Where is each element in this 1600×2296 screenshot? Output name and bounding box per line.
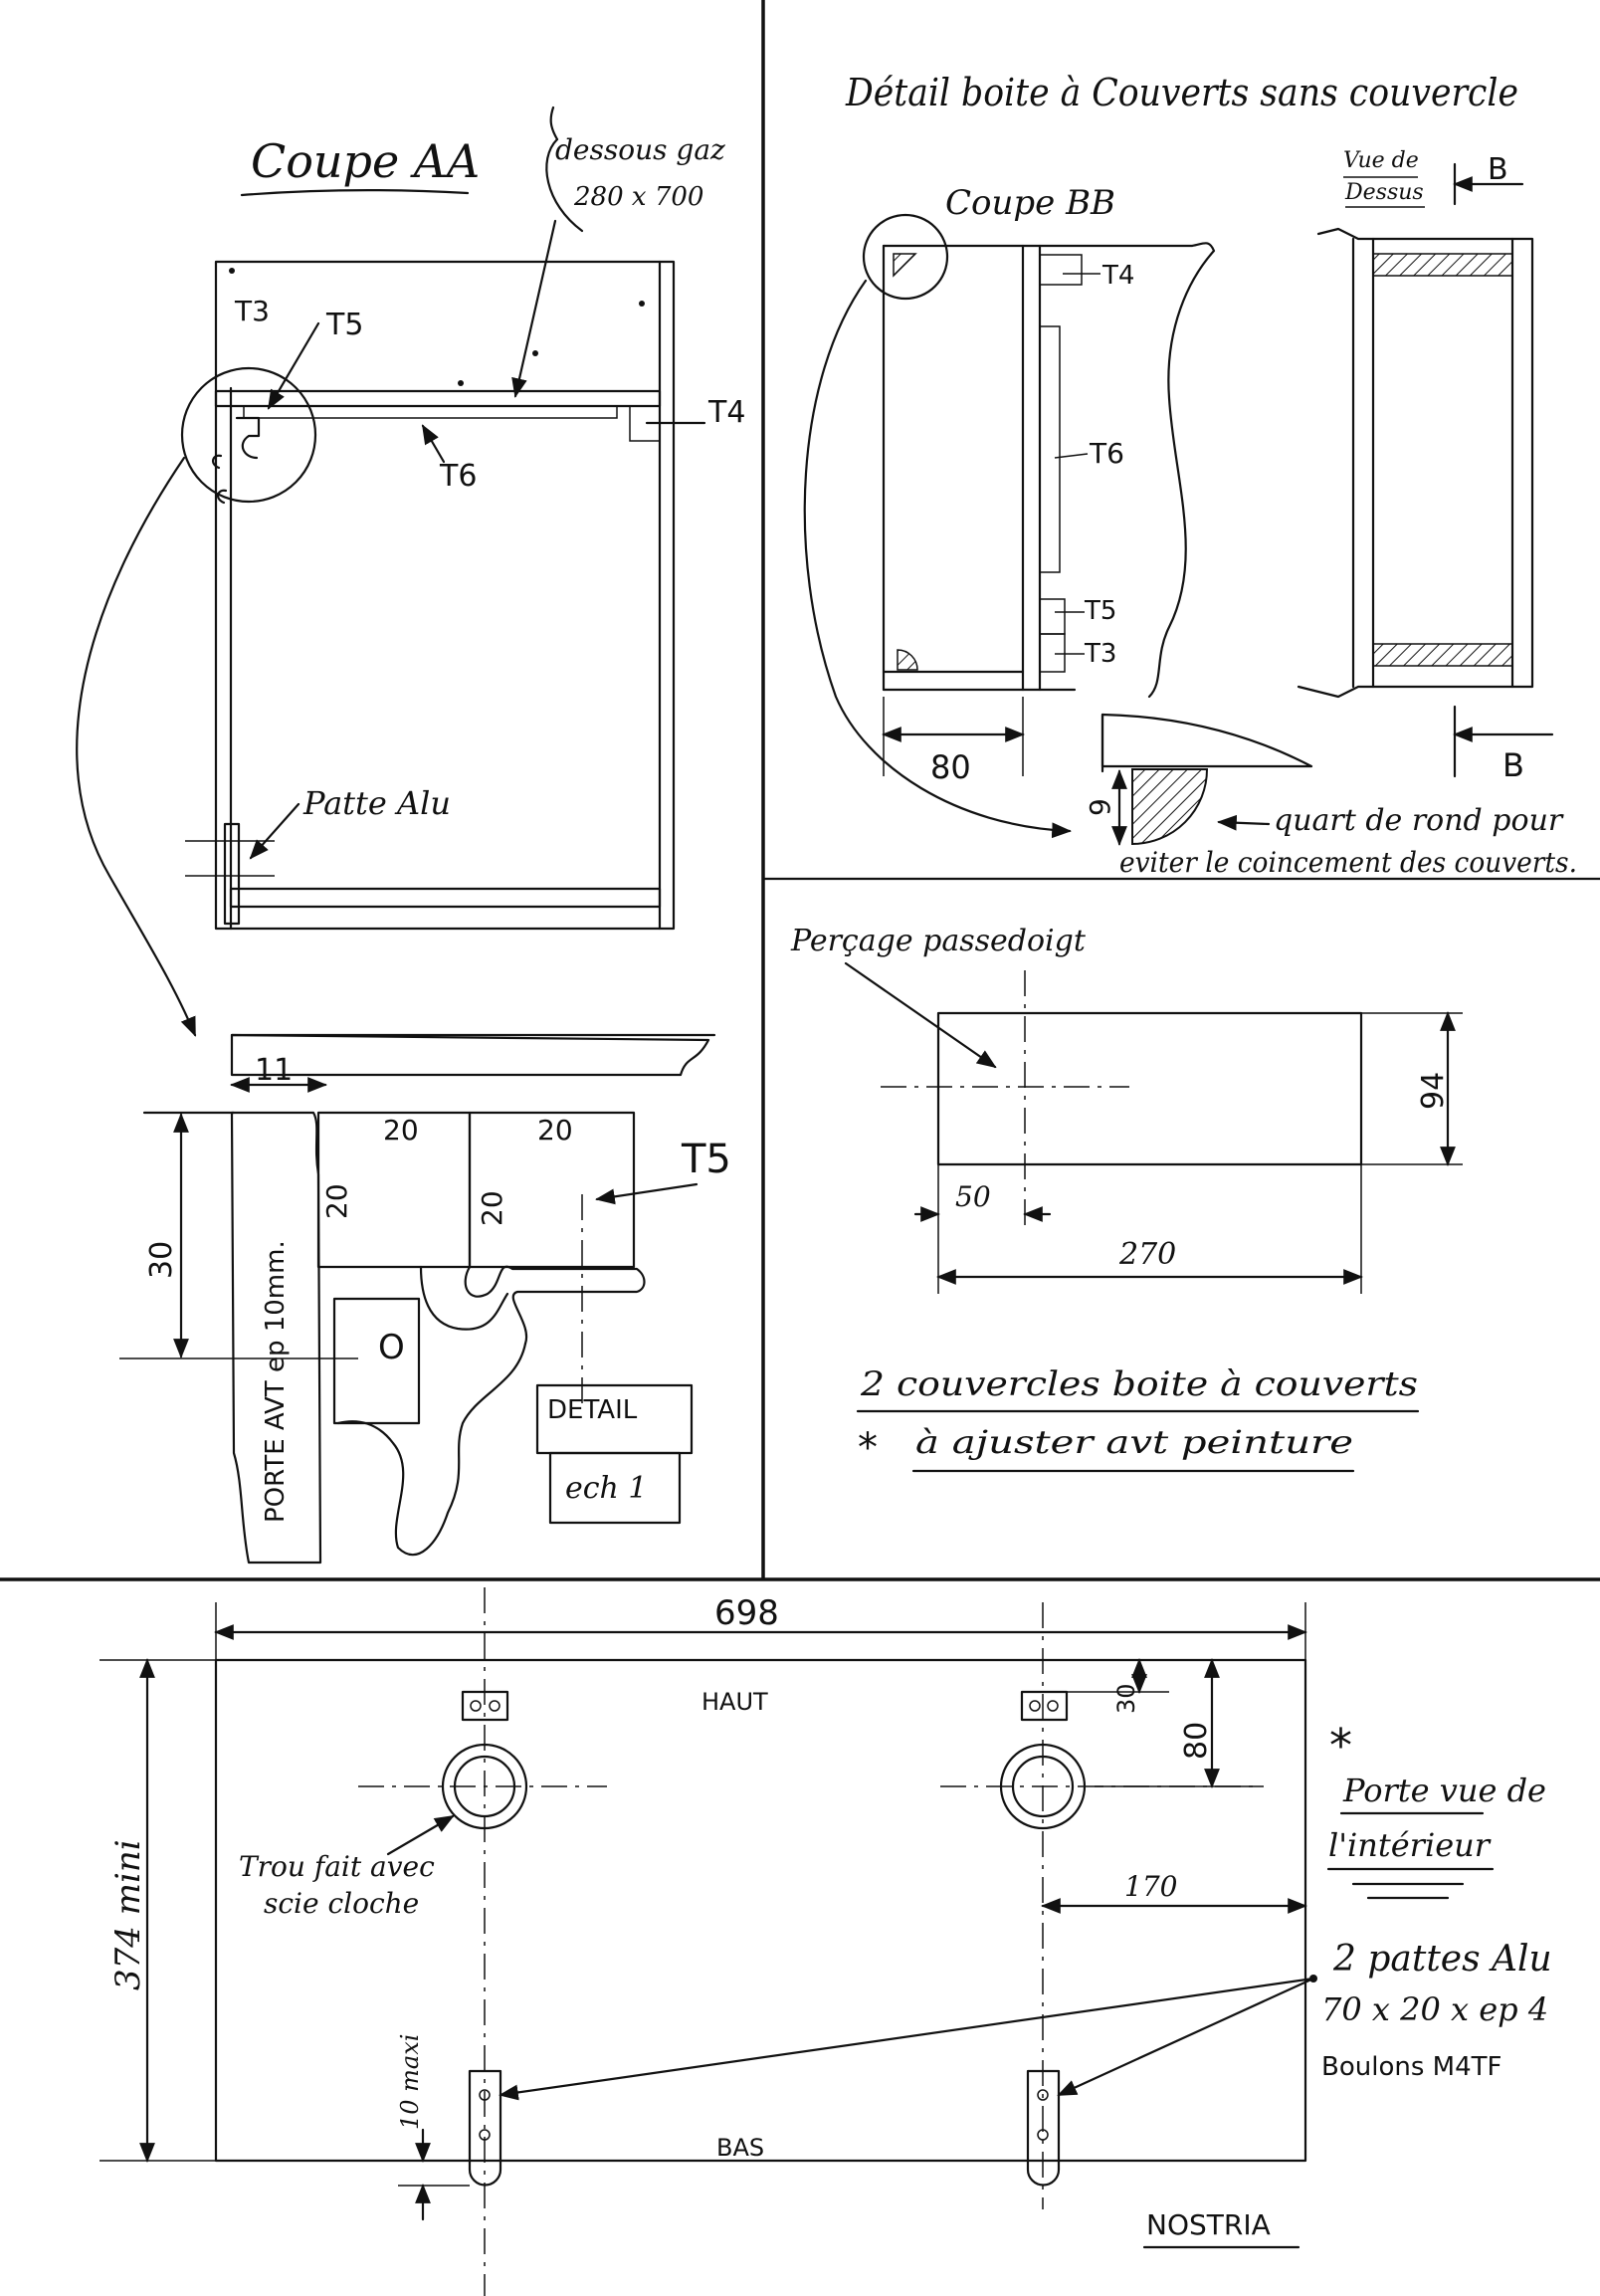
detail-bb-title: Détail boite à Couverts sans couvercle	[845, 71, 1518, 114]
hinge-dim-20a: 20	[383, 1114, 419, 1147]
bb-label-t6: T6	[1089, 437, 1124, 470]
door-pattes-line3: Boulons M4TF	[1321, 2052, 1501, 2082]
door-view-line2: l'intérieur	[1328, 1826, 1492, 1864]
cover-dim-50: 50	[955, 1180, 991, 1213]
door-dim-80: 80	[1179, 1722, 1214, 1760]
cover-dim-94: 94	[1416, 1072, 1451, 1110]
detail-label-box: DETAIL	[547, 1395, 638, 1425]
door-star: *	[1329, 1719, 1352, 1773]
section-aa-label-patte: Patte Alu	[302, 784, 451, 822]
bb-note-line2: eviter le coincement des couverts.	[1119, 846, 1577, 879]
door-dim-170: 170	[1124, 1870, 1177, 1903]
section-aa-label-t3: T3	[234, 295, 270, 327]
sheet-frame-lines	[0, 0, 1600, 1581]
hinge-door-label: PORTE AVT ep 10mm.	[261, 1240, 291, 1523]
door-signature: NOSTRIA	[1146, 2208, 1271, 2241]
bb-top-view-line1: Vue de	[1343, 148, 1419, 173]
bb-label-t5: T5	[1084, 596, 1116, 626]
hinge-dim-20d: 20	[476, 1190, 508, 1226]
section-aa-view: Coupe AA dessous gaz 280 x 700 T3 T5	[76, 105, 745, 1037]
cover-note2: à ajuster avt peinture	[915, 1423, 1353, 1461]
door-dim-10: 10 maxi	[396, 2034, 424, 2130]
bb-label-b-bottom: B	[1502, 746, 1524, 784]
hinge-label-t5: T5	[681, 1137, 731, 1182]
section-aa-label-t6: T6	[439, 459, 477, 494]
detail-bb-section-title: Coupe BB	[945, 183, 1115, 223]
cover-label-hole: Perçage passedoigt	[790, 924, 1087, 958]
bb-label-t3: T3	[1084, 639, 1116, 669]
hinge-dim-20b: 20	[537, 1114, 573, 1147]
bb-top-view-line2: Dessus	[1344, 180, 1424, 205]
bb-note-line1: quart de rond pour	[1274, 803, 1564, 838]
door-dim-height: 374 mini	[108, 1839, 148, 1990]
hinge-dim-30: 30	[144, 1241, 179, 1279]
door-dim-698: 698	[714, 1593, 779, 1633]
door-hole-label-line1: Trou fait avec	[239, 1850, 435, 1883]
section-aa-label-t4: T4	[707, 395, 745, 430]
bb-label-b-top: B	[1488, 152, 1508, 187]
bb-label-t4: T4	[1101, 261, 1134, 291]
section-aa-label-t5: T5	[325, 308, 363, 342]
hinge-hole-label: O	[378, 1328, 405, 1367]
door-pattes-line2: 70 x 20 x ep 4	[1321, 1990, 1548, 2028]
section-aa-title: Coupe AA	[251, 134, 480, 188]
door-view-line1: Porte vue de	[1342, 1772, 1546, 1809]
detail-scale-box: ech 1	[565, 1471, 648, 1506]
section-aa-note-line2: 280 x 700	[573, 182, 703, 212]
bb-dim-9: 9	[1084, 798, 1116, 816]
cover-view: Perçage passedoigt 94 50 270 2 couvercle…	[790, 924, 1463, 1473]
door-dim-30: 30	[1112, 1683, 1140, 1714]
door-view: 698 374 mini HAUT BAS 30 80 170	[100, 1587, 1552, 2296]
hinge-dim-20c: 20	[320, 1183, 353, 1219]
door-label-bas: BAS	[716, 2134, 764, 2162]
section-bb-view: Détail boite à Couverts sans couvercle C…	[803, 71, 1577, 879]
cover-note2-star: *	[858, 1425, 878, 1471]
door-pattes-line1: 2 pattes Alu	[1332, 1939, 1552, 1980]
section-aa-note-line1: dessous gaz	[555, 133, 725, 166]
bb-dim-80: 80	[930, 748, 971, 786]
hinge-detail-view: 11 PORTE AVT ep 10mm. 20 20 20 20 T5 O 3…	[119, 1033, 731, 1565]
hinge-dim-11: 11	[255, 1053, 293, 1088]
cover-dim-270: 270	[1118, 1237, 1176, 1272]
door-label-haut: HAUT	[701, 1688, 768, 1716]
door-hole-label-line2: scie cloche	[264, 1887, 419, 1920]
cover-note1: 2 couvercles boite à couverts	[860, 1364, 1418, 1404]
